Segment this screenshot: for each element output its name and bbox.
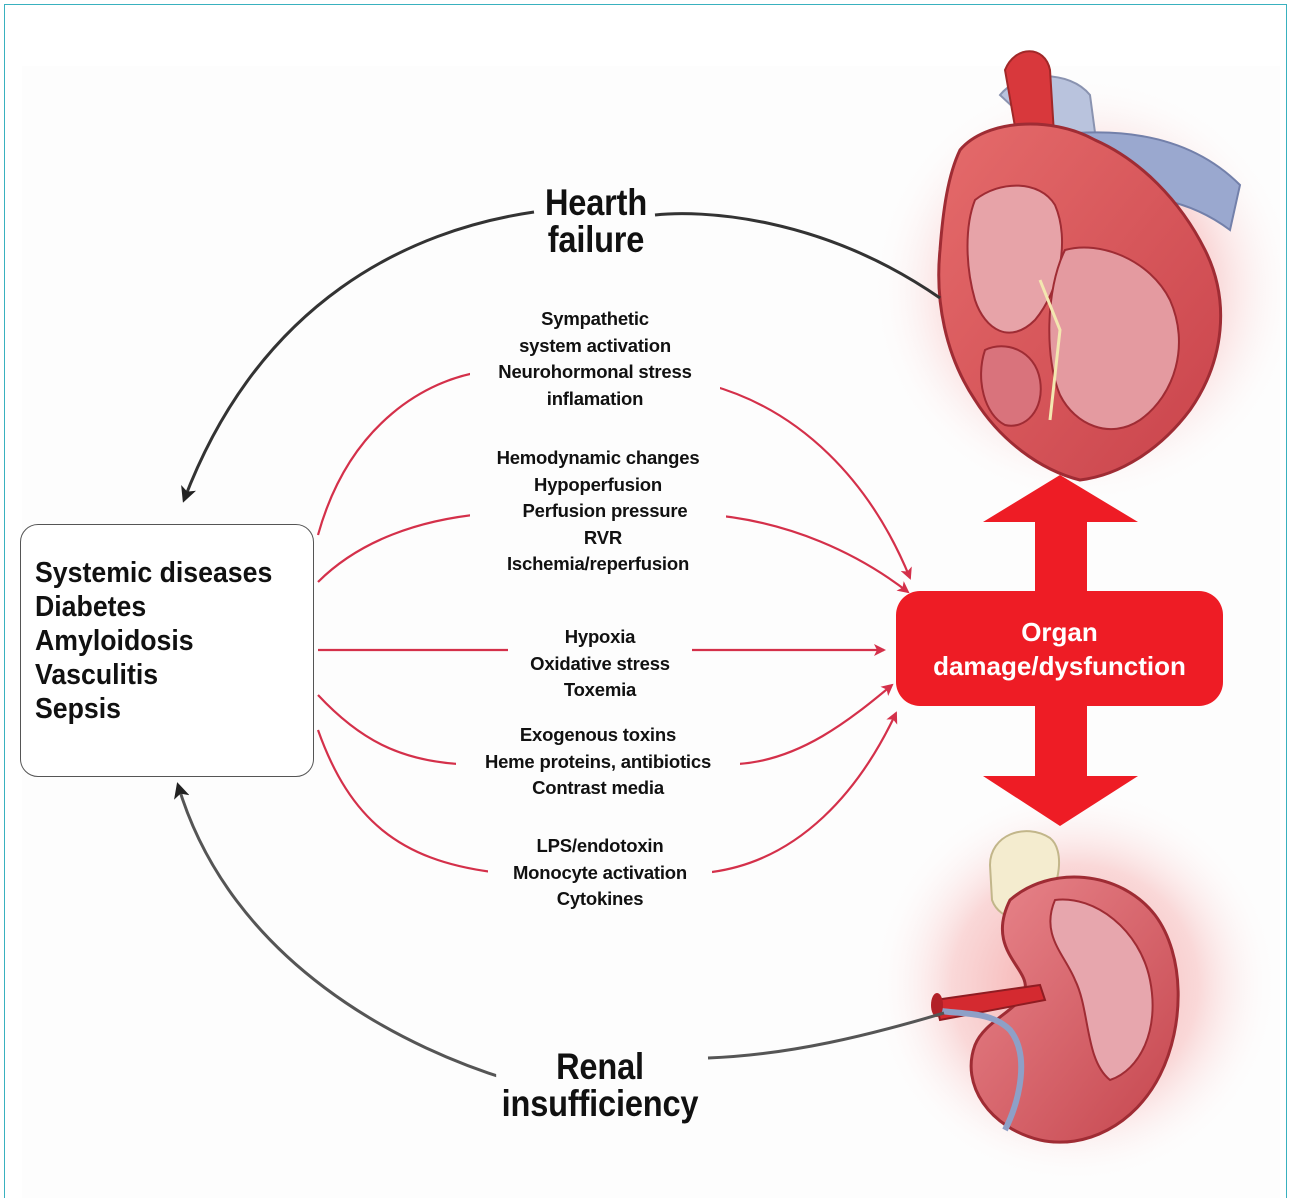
kidney-illustration (870, 785, 1280, 1185)
mechanism-line: LPS/endotoxin (488, 833, 712, 860)
mechanism-group-toxins: Exogenous toxins Heme proteins, antibiot… (456, 722, 740, 802)
mechanism-group-hemodynamic: Hemodynamic changes Hypoperfusion Perfus… (470, 445, 726, 578)
mechanism-line: Contrast media (456, 775, 740, 802)
mechanism-group-endotoxin: LPS/endotoxin Monocyte activation Cytoki… (488, 833, 712, 913)
mechanism-line: Ischemia/reperfusion (470, 551, 726, 578)
systemic-line: Diabetes (35, 590, 291, 624)
organ-damage-line-2: damage/dysfunction (896, 649, 1223, 683)
systemic-diseases-box: Systemic diseases Diabetes Amyloidosis V… (20, 524, 314, 777)
systemic-line: Systemic diseases (35, 556, 291, 590)
mechanism-group-neurohormonal: Sympathetic system activation Neurohormo… (470, 306, 720, 412)
mechanism-line: inflamation (470, 386, 720, 413)
heart-failure-label: Hearth failure (540, 184, 653, 258)
mechanism-line: Perfusion pressure (470, 498, 726, 525)
mechanism-line: Hemodynamic changes (470, 445, 726, 472)
kidney-to-systemic-arrow (178, 785, 944, 1085)
mechanism-line: system activation (470, 333, 720, 360)
systemic-line: Amyloidosis (35, 624, 291, 658)
renal-line-2: insufficiency (496, 1085, 704, 1122)
mechanism-line: Monocyte activation (488, 860, 712, 887)
mechanism-line: Hypoxia (508, 624, 692, 651)
heart-failure-line-2: failure (540, 221, 653, 258)
mechanism-line: Hypoperfusion (470, 472, 726, 499)
systemic-line: Sepsis (35, 692, 291, 726)
mechanism-line: Oxidative stress (508, 651, 692, 678)
mechanism-line: Exogenous toxins (456, 722, 740, 749)
heart-failure-line-1: Hearth (540, 184, 653, 221)
mechanism-line: RVR (470, 525, 726, 552)
systemic-line: Vasculitis (35, 658, 291, 692)
renal-line-1: Renal (496, 1048, 704, 1085)
renal-insufficiency-label: Renal insufficiency (496, 1048, 704, 1122)
heart-illustration (870, 51, 1289, 505)
mechanism-line: Heme proteins, antibiotics (456, 749, 740, 776)
mechanism-line: Sympathetic (470, 306, 720, 333)
organ-damage-line-1: Organ (896, 615, 1223, 649)
mechanism-line: Toxemia (508, 677, 692, 704)
mechanism-group-hypoxia: Hypoxia Oxidative stress Toxemia (508, 624, 692, 704)
organ-damage-box: Organ damage/dysfunction (896, 591, 1223, 706)
mechanism-line: Neurohormonal stress (470, 359, 720, 386)
mechanism-line: Cytokines (488, 886, 712, 913)
